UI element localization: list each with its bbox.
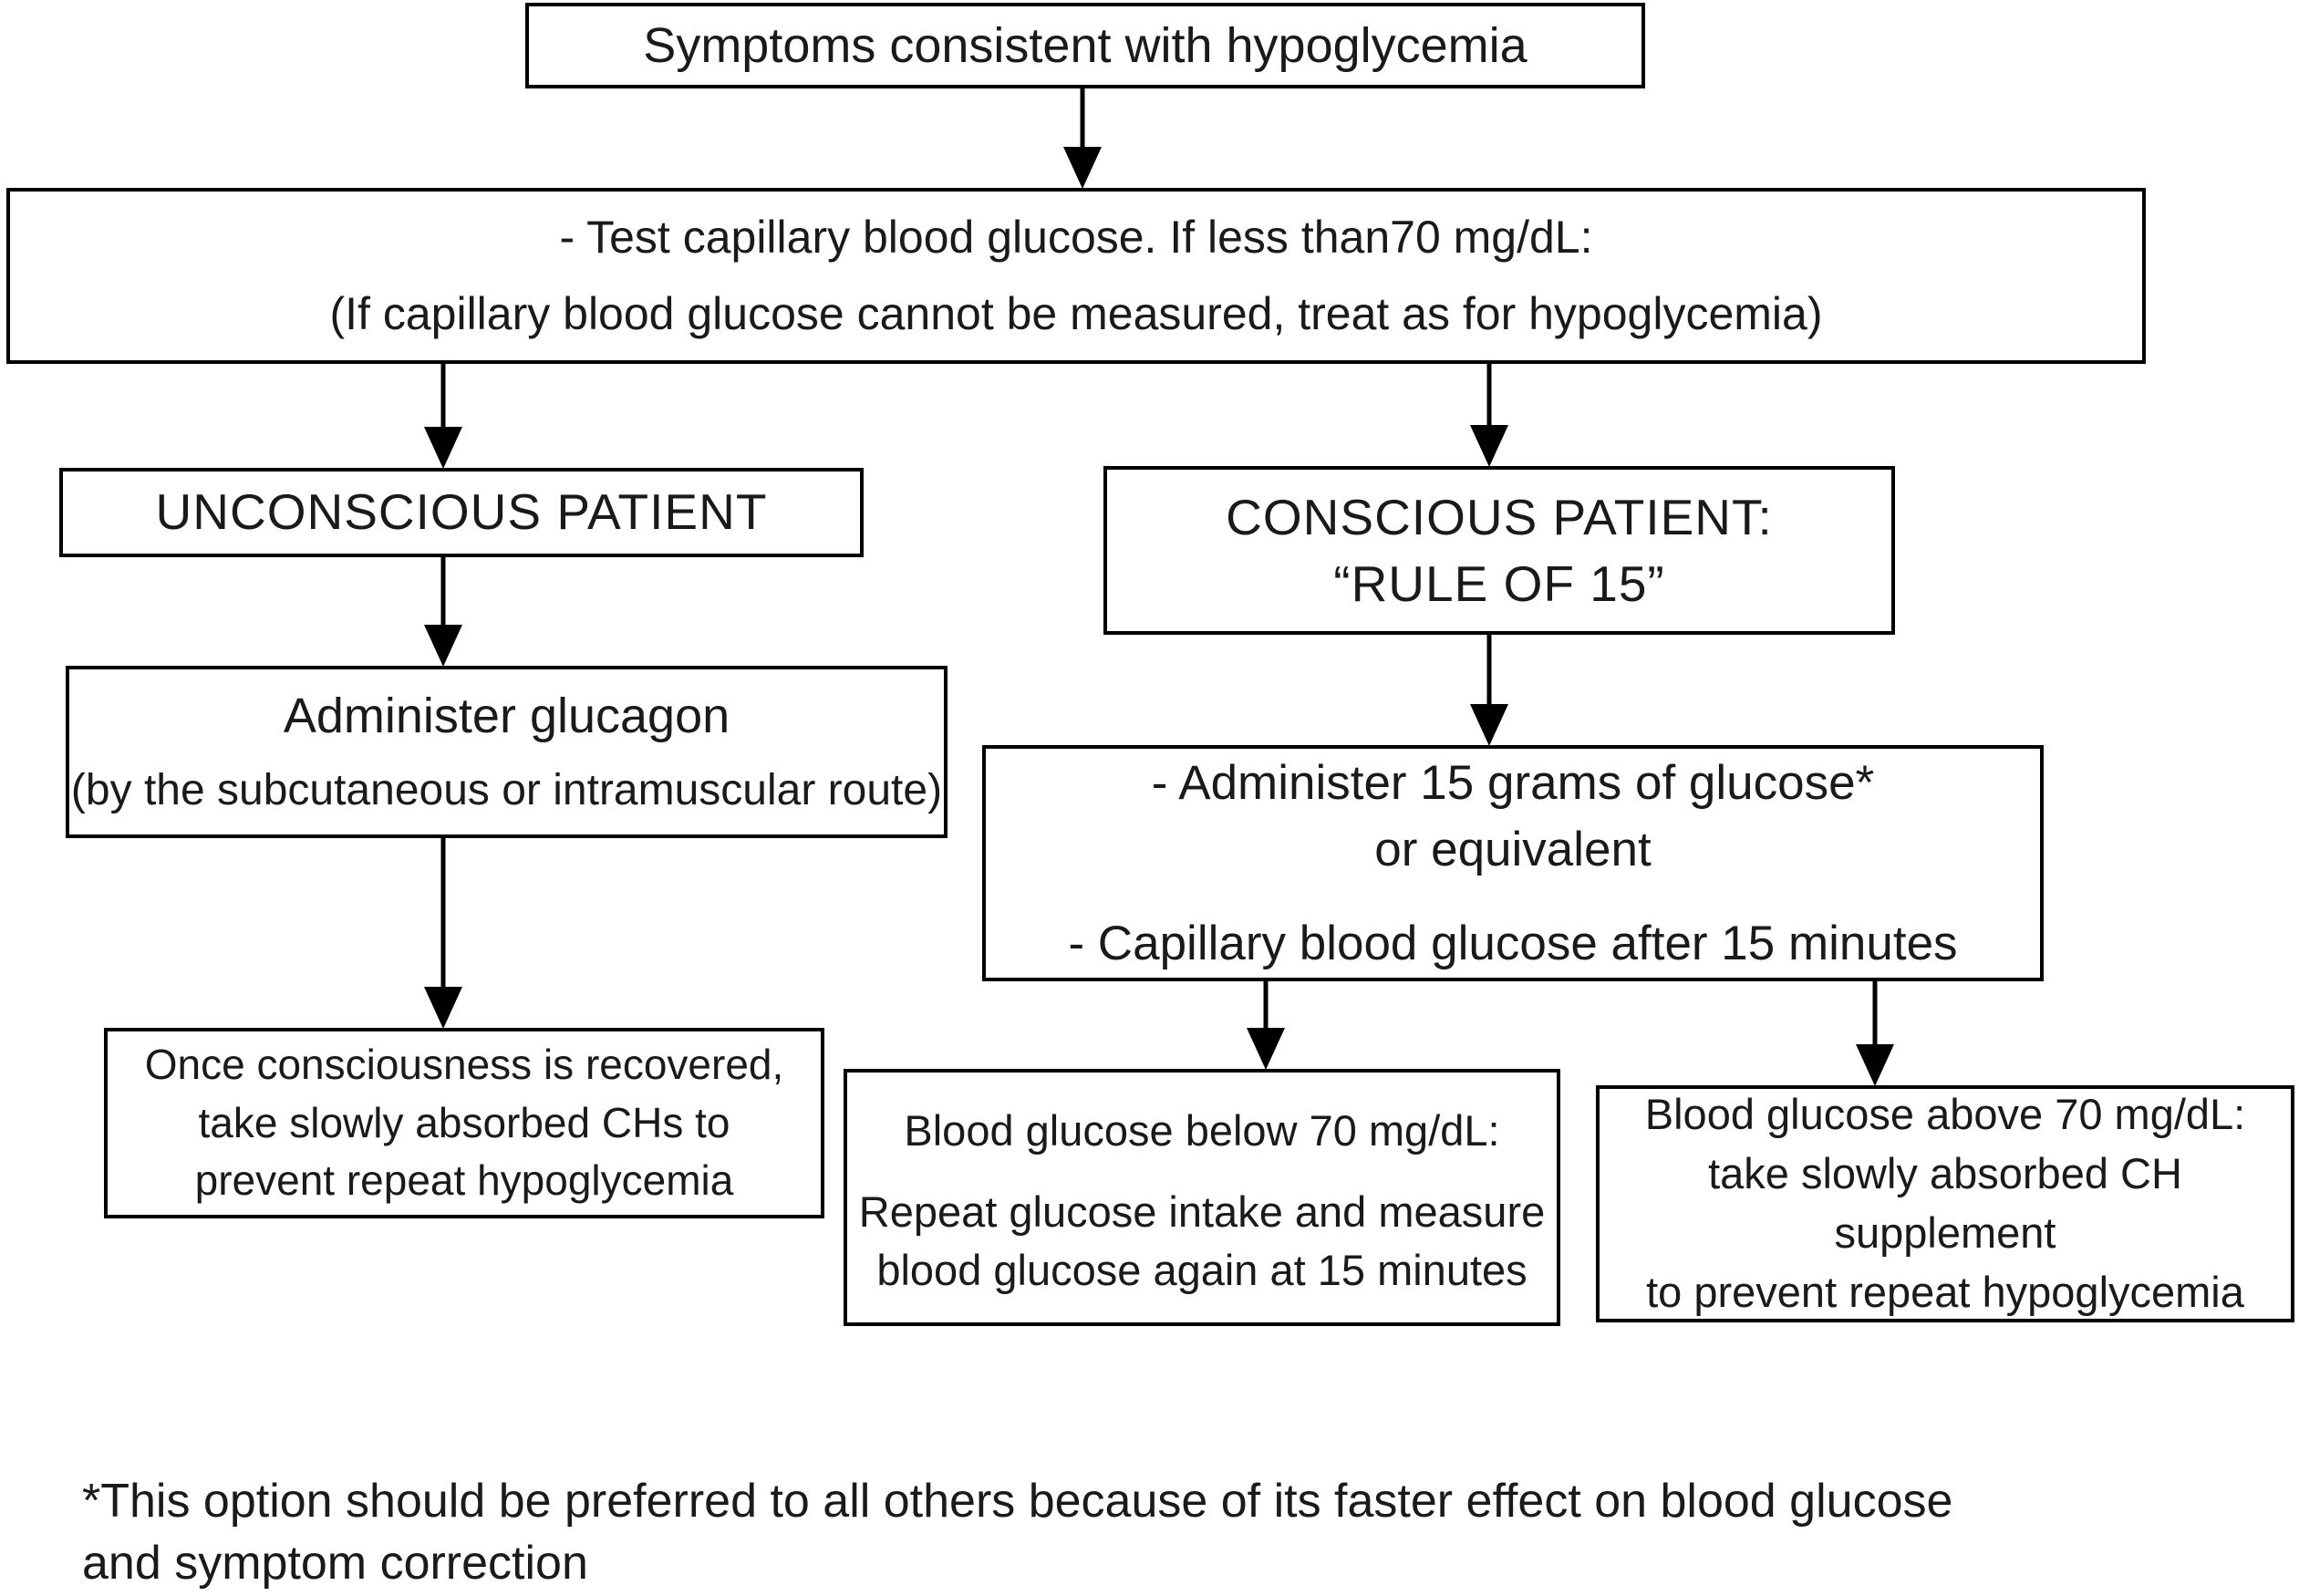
- node-above70-text-line3: to prevent repeat hypoglycemia: [1646, 1267, 2244, 1316]
- arrow-down-icon: [424, 427, 462, 469]
- arrow-shaft: [1872, 980, 1878, 1050]
- arrow-down-icon: [1247, 1028, 1285, 1070]
- arrow-down-icon: [1470, 425, 1508, 467]
- node-unconscious-patient: UNCONSCIOUS PATIENT: [59, 468, 864, 557]
- node-symptoms: Symptoms consistent with hypoglycemia: [525, 3, 1645, 88]
- node-administer-glucagon: Administer glucagon (by the subcutaneous…: [66, 666, 948, 838]
- arrow-shaft: [1486, 364, 1492, 430]
- node-conscious-text-line2: “RULE OF 15”: [1333, 554, 1665, 612]
- node-recovered-text-line2: take slowly absorbed CHs to: [198, 1098, 730, 1146]
- arrow-shaft: [440, 837, 446, 992]
- node-conscious-patient: CONSCIOUS PATIENT: “RULE OF 15”: [1103, 466, 1895, 635]
- arrow-down-icon: [1063, 147, 1102, 189]
- node-test-text-line1: - Test capillary blood glucose. If less …: [559, 212, 1593, 264]
- node-consciousness-recovered: Once consciousness is recovered, take sl…: [104, 1028, 824, 1218]
- node-recovered-text-line3: prevent repeat hypoglycemia: [194, 1156, 734, 1205]
- footnote: *This option should be preferred to all …: [82, 1470, 2252, 1594]
- connector-symptoms-to-test: [1063, 88, 1102, 189]
- connector-test-to-unconscious: [424, 364, 462, 469]
- connector-conscious-to-administer15: [1470, 634, 1508, 746]
- arrow-down-icon: [424, 987, 462, 1029]
- arrow-shaft: [440, 364, 446, 432]
- footnote-line2: and symptom correction: [82, 1537, 588, 1590]
- arrow-down-icon: [1470, 704, 1508, 746]
- footnote-line1: *This option should be preferred to all …: [82, 1475, 1953, 1528]
- node-unconscious-text: UNCONSCIOUS PATIENT: [155, 483, 768, 541]
- arrow-shaft: [1263, 980, 1269, 1033]
- node-conscious-text-line1: CONSCIOUS PATIENT:: [1226, 488, 1773, 545]
- arrow-down-icon: [1856, 1044, 1894, 1086]
- node-glucose-above-70: Blood glucose above 70 mg/dL: take slowl…: [1596, 1085, 2294, 1322]
- node-admin15-text-line3: - Capillary blood glucose after 15 minut…: [1068, 917, 1958, 971]
- node-test-capillary-glucose: - Test capillary blood glucose. If less …: [6, 188, 2146, 364]
- arrow-shaft: [1486, 634, 1492, 710]
- node-below70-text-line3: blood glucose again at 15 minutes: [876, 1245, 1527, 1294]
- arrow-shaft: [440, 556, 446, 630]
- arrow-down-icon: [424, 625, 462, 667]
- node-admin15-text-line2: or equivalent: [1374, 822, 1652, 876]
- node-glucagon-text-line2: (by the subcutaneous or intramuscular ro…: [70, 766, 943, 815]
- node-glucagon-text-line1: Administer glucagon: [283, 689, 730, 744]
- connector-test-to-conscious: [1470, 364, 1508, 467]
- node-symptoms-text: Symptoms consistent with hypoglycemia: [643, 17, 1527, 73]
- node-above70-text-line1: Blood glucose above 70 mg/dL:: [1644, 1090, 2246, 1139]
- node-admin15-text-line1: - Administer 15 grams of glucose*: [1151, 755, 1875, 810]
- node-glucose-below-70: Blood glucose below 70 mg/dL: Repeat glu…: [844, 1069, 1560, 1326]
- connector-administer15-to-above70: [1856, 980, 1894, 1086]
- connector-unconscious-to-glucagon: [424, 556, 462, 667]
- node-recovered-text-line1: Once consciousness is recovered,: [144, 1041, 784, 1089]
- connector-administer15-to-below70: [1247, 980, 1285, 1070]
- node-below70-text-line2: Repeat glucose intake and measure: [858, 1187, 1546, 1237]
- connector-glucagon-to-recovered: [424, 837, 462, 1029]
- node-administer-15-grams: - Administer 15 grams of glucose* or equ…: [982, 745, 2044, 981]
- node-above70-text-line2: take slowly absorbed CH supplement: [1708, 1149, 2182, 1257]
- arrow-shaft: [1080, 88, 1085, 152]
- node-below70-text-line1: Blood glucose below 70 mg/dL:: [904, 1106, 1500, 1155]
- node-test-text-line2: (If capillary blood glucose cannot be me…: [329, 287, 1823, 339]
